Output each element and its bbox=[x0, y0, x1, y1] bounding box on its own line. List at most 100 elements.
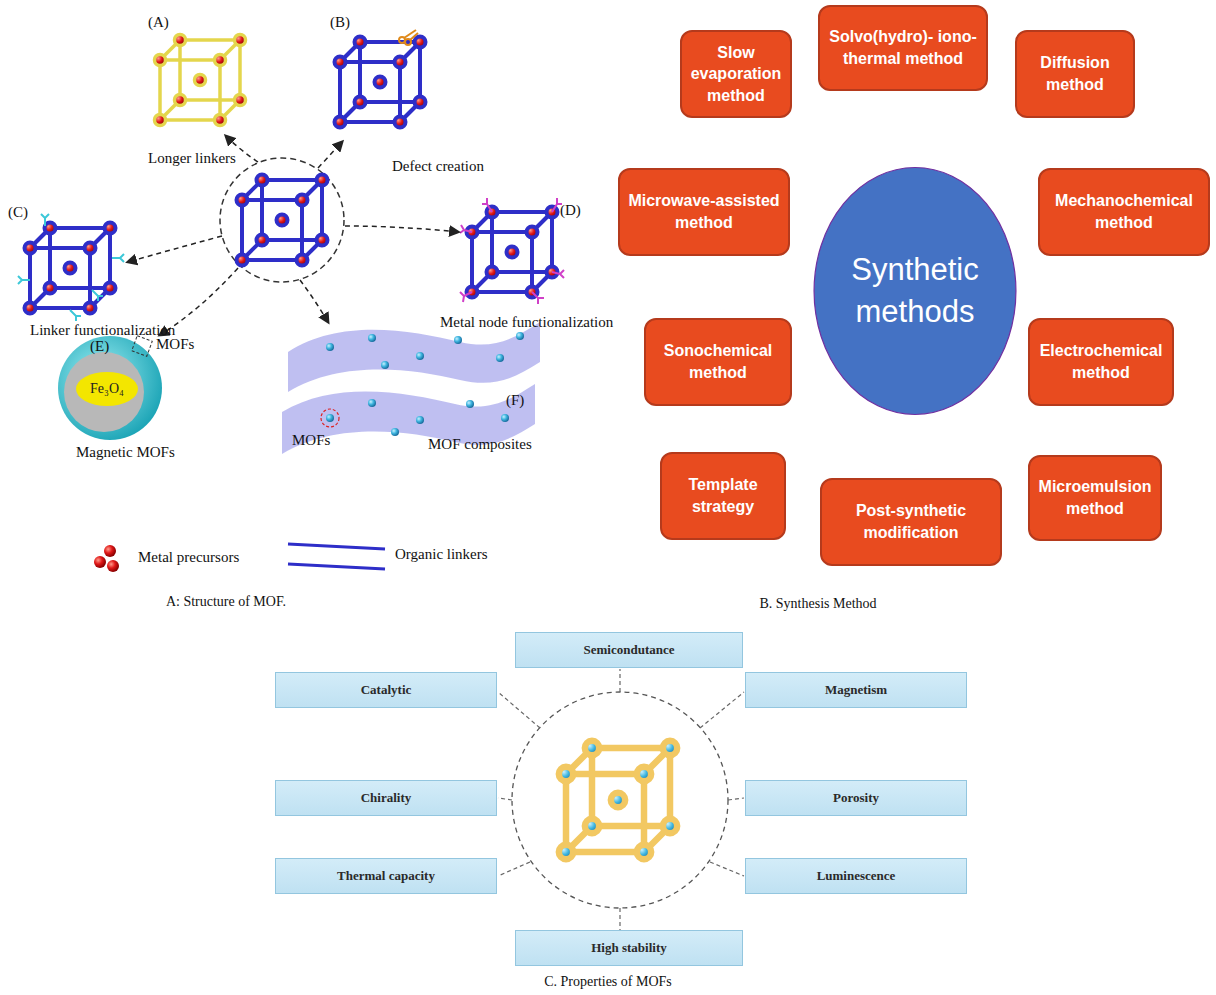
illustration-part bbox=[516, 332, 524, 340]
illustration-part bbox=[18, 214, 124, 321]
illustration-part bbox=[498, 798, 512, 800]
node-text: Diffusion method bbox=[1025, 52, 1125, 95]
illustration-part bbox=[512, 692, 728, 908]
illustration-part bbox=[282, 384, 535, 454]
illustration-part bbox=[467, 207, 558, 298]
part-label: (D) bbox=[560, 202, 581, 219]
text-box: Microwave-assisted method bbox=[618, 168, 790, 256]
legend-entry: Metal precursors bbox=[138, 549, 239, 566]
illustration-part bbox=[25, 223, 116, 314]
illustration-part bbox=[498, 669, 744, 930]
illustration-part bbox=[94, 545, 119, 572]
illustration-part bbox=[112, 254, 124, 262]
illustration-part bbox=[368, 399, 376, 407]
illustration-part bbox=[18, 276, 30, 284]
illustration-part bbox=[700, 692, 744, 728]
illustration-part bbox=[132, 336, 153, 357]
node-text: Microemulsion method bbox=[1038, 476, 1152, 519]
core-sphere: Fe₃O₄ bbox=[76, 372, 138, 406]
illustration-part bbox=[381, 361, 389, 369]
text-box: Catalytic bbox=[275, 672, 497, 708]
part-label: (C) bbox=[8, 204, 28, 221]
illustration-part bbox=[128, 236, 222, 262]
node-text: Chirality bbox=[361, 790, 412, 806]
node-text: Thermal capacity bbox=[337, 868, 435, 884]
illustration-part bbox=[460, 225, 472, 233]
node-text: Catalytic bbox=[361, 682, 412, 698]
illustration-part bbox=[454, 336, 462, 344]
part-label: (E) bbox=[90, 338, 109, 355]
illustration-part bbox=[70, 310, 81, 321]
part-label: MOF composites bbox=[428, 436, 532, 453]
illustration-part bbox=[710, 862, 744, 876]
illustration-part bbox=[552, 270, 564, 278]
node-text: Template strategy bbox=[670, 474, 776, 517]
node-text: Solvo(hydro)- iono-thermal method bbox=[828, 26, 978, 69]
illustration-part bbox=[92, 290, 103, 301]
illustration-part bbox=[460, 292, 472, 302]
illustration-part bbox=[335, 37, 426, 128]
text-box: Thermal capacity bbox=[275, 858, 497, 894]
node-text: Electrochemical method bbox=[1038, 340, 1164, 383]
illustration-part bbox=[41, 214, 49, 226]
node-text: Semicondutance bbox=[584, 642, 675, 658]
part-label: (F) bbox=[506, 392, 524, 409]
part-label: Magnetic MOFs bbox=[76, 444, 175, 461]
node-text: Magnetism bbox=[825, 682, 887, 698]
illustration-part bbox=[326, 414, 334, 422]
panel-caption: B. Synthesis Method bbox=[759, 596, 876, 612]
part-label: MOFs bbox=[156, 336, 194, 353]
panel-caption: A: Structure of MOF. bbox=[166, 594, 286, 610]
illustration-part bbox=[326, 332, 524, 436]
illustration-part bbox=[482, 198, 492, 212]
illustration-part bbox=[288, 322, 540, 392]
text-box: Magnetism bbox=[745, 672, 967, 708]
illustration-part bbox=[728, 798, 744, 800]
illustration-part bbox=[498, 692, 540, 728]
part-label: Metal node functionalization bbox=[440, 314, 613, 331]
part-label: Defect creation bbox=[392, 158, 484, 175]
illustration-part bbox=[107, 560, 119, 572]
text-box: Electrochemical method bbox=[1028, 318, 1174, 406]
text-box: Template strategy bbox=[660, 452, 786, 540]
illustration-part bbox=[326, 343, 334, 351]
illustration-part bbox=[237, 175, 328, 266]
illustration-part bbox=[345, 226, 458, 232]
node-text: Post-synthetic modification bbox=[830, 500, 992, 543]
text-box: Solvo(hydro)- iono-thermal method bbox=[818, 5, 988, 91]
part-label: Linker functionalization bbox=[30, 322, 175, 339]
legend-entry: Organic linkers bbox=[395, 546, 488, 563]
text-box: Porosity bbox=[745, 780, 967, 816]
illustration-part bbox=[288, 564, 385, 569]
ellipse-shape bbox=[812, 165, 1018, 417]
text-box: Semicondutance bbox=[515, 632, 743, 668]
text-box: Microemulsion method bbox=[1028, 455, 1162, 541]
illustration-part bbox=[288, 544, 385, 549]
illustration-part bbox=[64, 352, 144, 432]
text-box: Mechanochemical method bbox=[1038, 168, 1210, 256]
text-box: Post-synthetic modification bbox=[820, 478, 1002, 566]
illustration-part bbox=[619, 669, 620, 692]
illustration-part bbox=[460, 198, 564, 304]
legend-text: Organic linkers bbox=[395, 546, 488, 562]
illustration-part bbox=[416, 352, 424, 360]
node-text: Slow evaporation method bbox=[690, 42, 782, 107]
text-box: Luminescence bbox=[745, 858, 967, 894]
node-text: Mechanochemical method bbox=[1048, 190, 1200, 233]
part-label: Longer linkers bbox=[148, 150, 236, 167]
illustration-part bbox=[391, 428, 399, 436]
node-text: Microwave-assisted method bbox=[628, 190, 780, 233]
node-text: Fe₃O₄ bbox=[90, 381, 124, 397]
text-box: Chirality bbox=[275, 780, 497, 816]
illustration-part bbox=[416, 416, 424, 424]
illustration-part bbox=[155, 35, 246, 126]
illustration-part bbox=[559, 741, 677, 859]
node-text: Luminescence bbox=[817, 868, 896, 884]
part-label: MOFs bbox=[292, 432, 330, 449]
node-text: Porosity bbox=[833, 790, 879, 806]
node-text: Synthetic methods bbox=[830, 249, 1000, 333]
part-label: (A) bbox=[148, 14, 169, 31]
illustration-part bbox=[399, 30, 418, 45]
illustration-part bbox=[410, 33, 418, 40]
illustration-part bbox=[104, 545, 116, 557]
